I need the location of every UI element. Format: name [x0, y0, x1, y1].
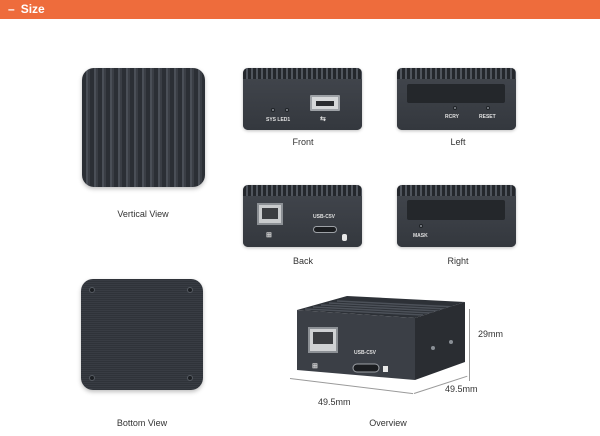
right-view-image: MASK	[397, 185, 516, 247]
rcry-label: RCRY	[445, 114, 459, 120]
left-view-image: RCRY RESET	[397, 68, 516, 130]
vertical-view-caption: Vertical View	[117, 209, 169, 219]
rcry-button	[453, 106, 457, 110]
overview-image	[297, 296, 465, 380]
reset-label: RESET	[479, 114, 496, 120]
right-view-caption: Right	[447, 256, 469, 266]
network-icon: ⊞	[266, 232, 272, 239]
height-dimension: 29mm	[478, 329, 504, 339]
sys-led	[271, 108, 275, 112]
reset-button	[486, 106, 490, 110]
back-view-image: ⊞ USB-C5V	[243, 185, 362, 247]
back-view-caption: Back	[292, 256, 314, 266]
depth-dimension: 49.5mm	[445, 384, 478, 394]
front-view-caption: Front	[292, 137, 314, 147]
led1	[285, 108, 289, 112]
collapse-toggle-icon[interactable]: –	[8, 2, 15, 16]
overview-network-icon: ⊞	[312, 363, 318, 370]
width-dimension: 49.5mm	[318, 397, 351, 407]
overview-caption: Overview	[369, 418, 407, 428]
front-view-image: SYS LED1 ⇆	[243, 68, 362, 130]
usb-c-label: USB-C5V	[313, 214, 335, 220]
section-title: Size	[20, 2, 45, 16]
sys-led-label: SYS LED1	[266, 117, 291, 123]
height-ruler	[469, 309, 470, 381]
ethernet-port	[257, 203, 283, 225]
section-header[interactable]: – Size	[0, 0, 600, 19]
overview-usb-c-label: USB-C5V	[354, 350, 376, 356]
mask-label: MASK	[413, 233, 428, 239]
bottom-view-caption: Bottom View	[116, 418, 168, 428]
usb-symbol-icon: ⇆	[320, 116, 326, 123]
bottom-view-image	[81, 279, 203, 390]
mask-button	[419, 224, 423, 228]
vertical-view-image	[82, 68, 205, 187]
left-view-caption: Left	[450, 137, 466, 147]
usb-c-port	[313, 226, 337, 233]
usb-a-port	[310, 95, 340, 111]
